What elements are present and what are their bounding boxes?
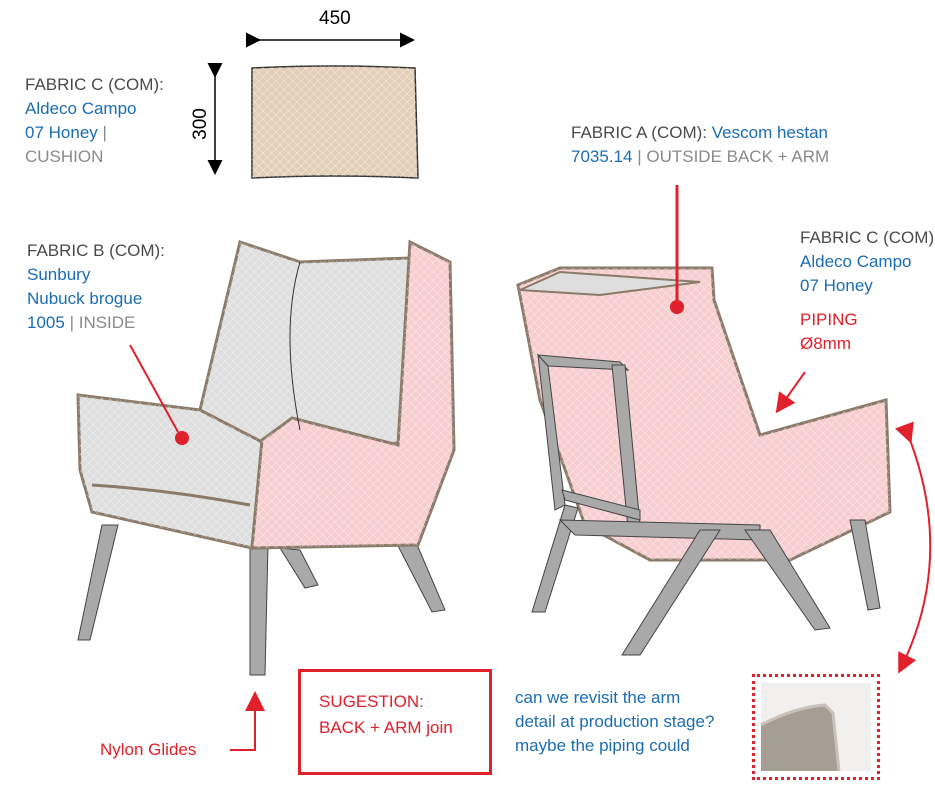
piping-label: PIPING bbox=[800, 310, 858, 329]
note-line: detail at production stage? bbox=[515, 712, 715, 731]
label-code-line: 1005 | INSIDE bbox=[27, 311, 135, 335]
fabric-a-marker-dot bbox=[670, 300, 684, 314]
label-color: 07 Honey bbox=[25, 123, 98, 142]
arm-detail-photo-frame bbox=[752, 674, 880, 780]
label-part: CUSHION bbox=[25, 147, 104, 166]
label-title: FABRIC A (COM): bbox=[571, 123, 708, 142]
suggestion-text: BACK + ARM join bbox=[319, 718, 453, 737]
note-line: maybe the piping could bbox=[515, 736, 690, 755]
height-dimension: 300 bbox=[189, 108, 211, 140]
label-code: 1005 bbox=[27, 313, 65, 332]
separator: | bbox=[69, 313, 74, 332]
separator: | bbox=[102, 123, 107, 142]
label-part: INSIDE bbox=[78, 313, 136, 332]
arm-detail-photo bbox=[760, 683, 871, 772]
cushion-illustration bbox=[251, 65, 419, 179]
front-chair-illustration bbox=[76, 239, 456, 676]
label-code-line: 7035.14 | OUTSIDE BACK + ARM bbox=[571, 145, 829, 169]
label-code: 7035.14 bbox=[571, 147, 633, 166]
label-name: Vescom hestan bbox=[711, 123, 829, 142]
suggestion-title: SUGESTION: bbox=[319, 692, 424, 711]
callout-arrows bbox=[129, 185, 932, 751]
label-name-2: Nubuck brogue bbox=[27, 289, 143, 308]
note-line: can we revisit the arm bbox=[515, 688, 681, 707]
label-title-line: FABRIC A (COM): Vescom hestan bbox=[571, 121, 828, 145]
label-name: Sunbury bbox=[27, 265, 91, 284]
label-title: FABRIC B (COM): bbox=[27, 241, 165, 260]
separator: | bbox=[637, 147, 642, 166]
fabric-b-marker-dot bbox=[175, 431, 189, 445]
label-title: FABRIC C (COM) bbox=[800, 228, 935, 247]
width-dimension: 450 bbox=[319, 8, 351, 29]
label-color: 07 Honey bbox=[800, 276, 873, 295]
label-color-line: 07 Honey | bbox=[25, 121, 107, 145]
suggestion-box: SUGESTION: BACK + ARM join bbox=[298, 669, 492, 775]
label-name: Aldeco Campo bbox=[800, 252, 912, 271]
nylon-glides-label: Nylon Glides bbox=[100, 740, 197, 759]
back-chair-illustration bbox=[516, 266, 892, 656]
piping-size: Ø8mm bbox=[800, 334, 851, 353]
label-part: OUTSIDE BACK + ARM bbox=[646, 147, 830, 166]
label-title: FABRIC C (COM): bbox=[25, 75, 164, 94]
label-name: Aldeco Campo bbox=[25, 99, 137, 118]
